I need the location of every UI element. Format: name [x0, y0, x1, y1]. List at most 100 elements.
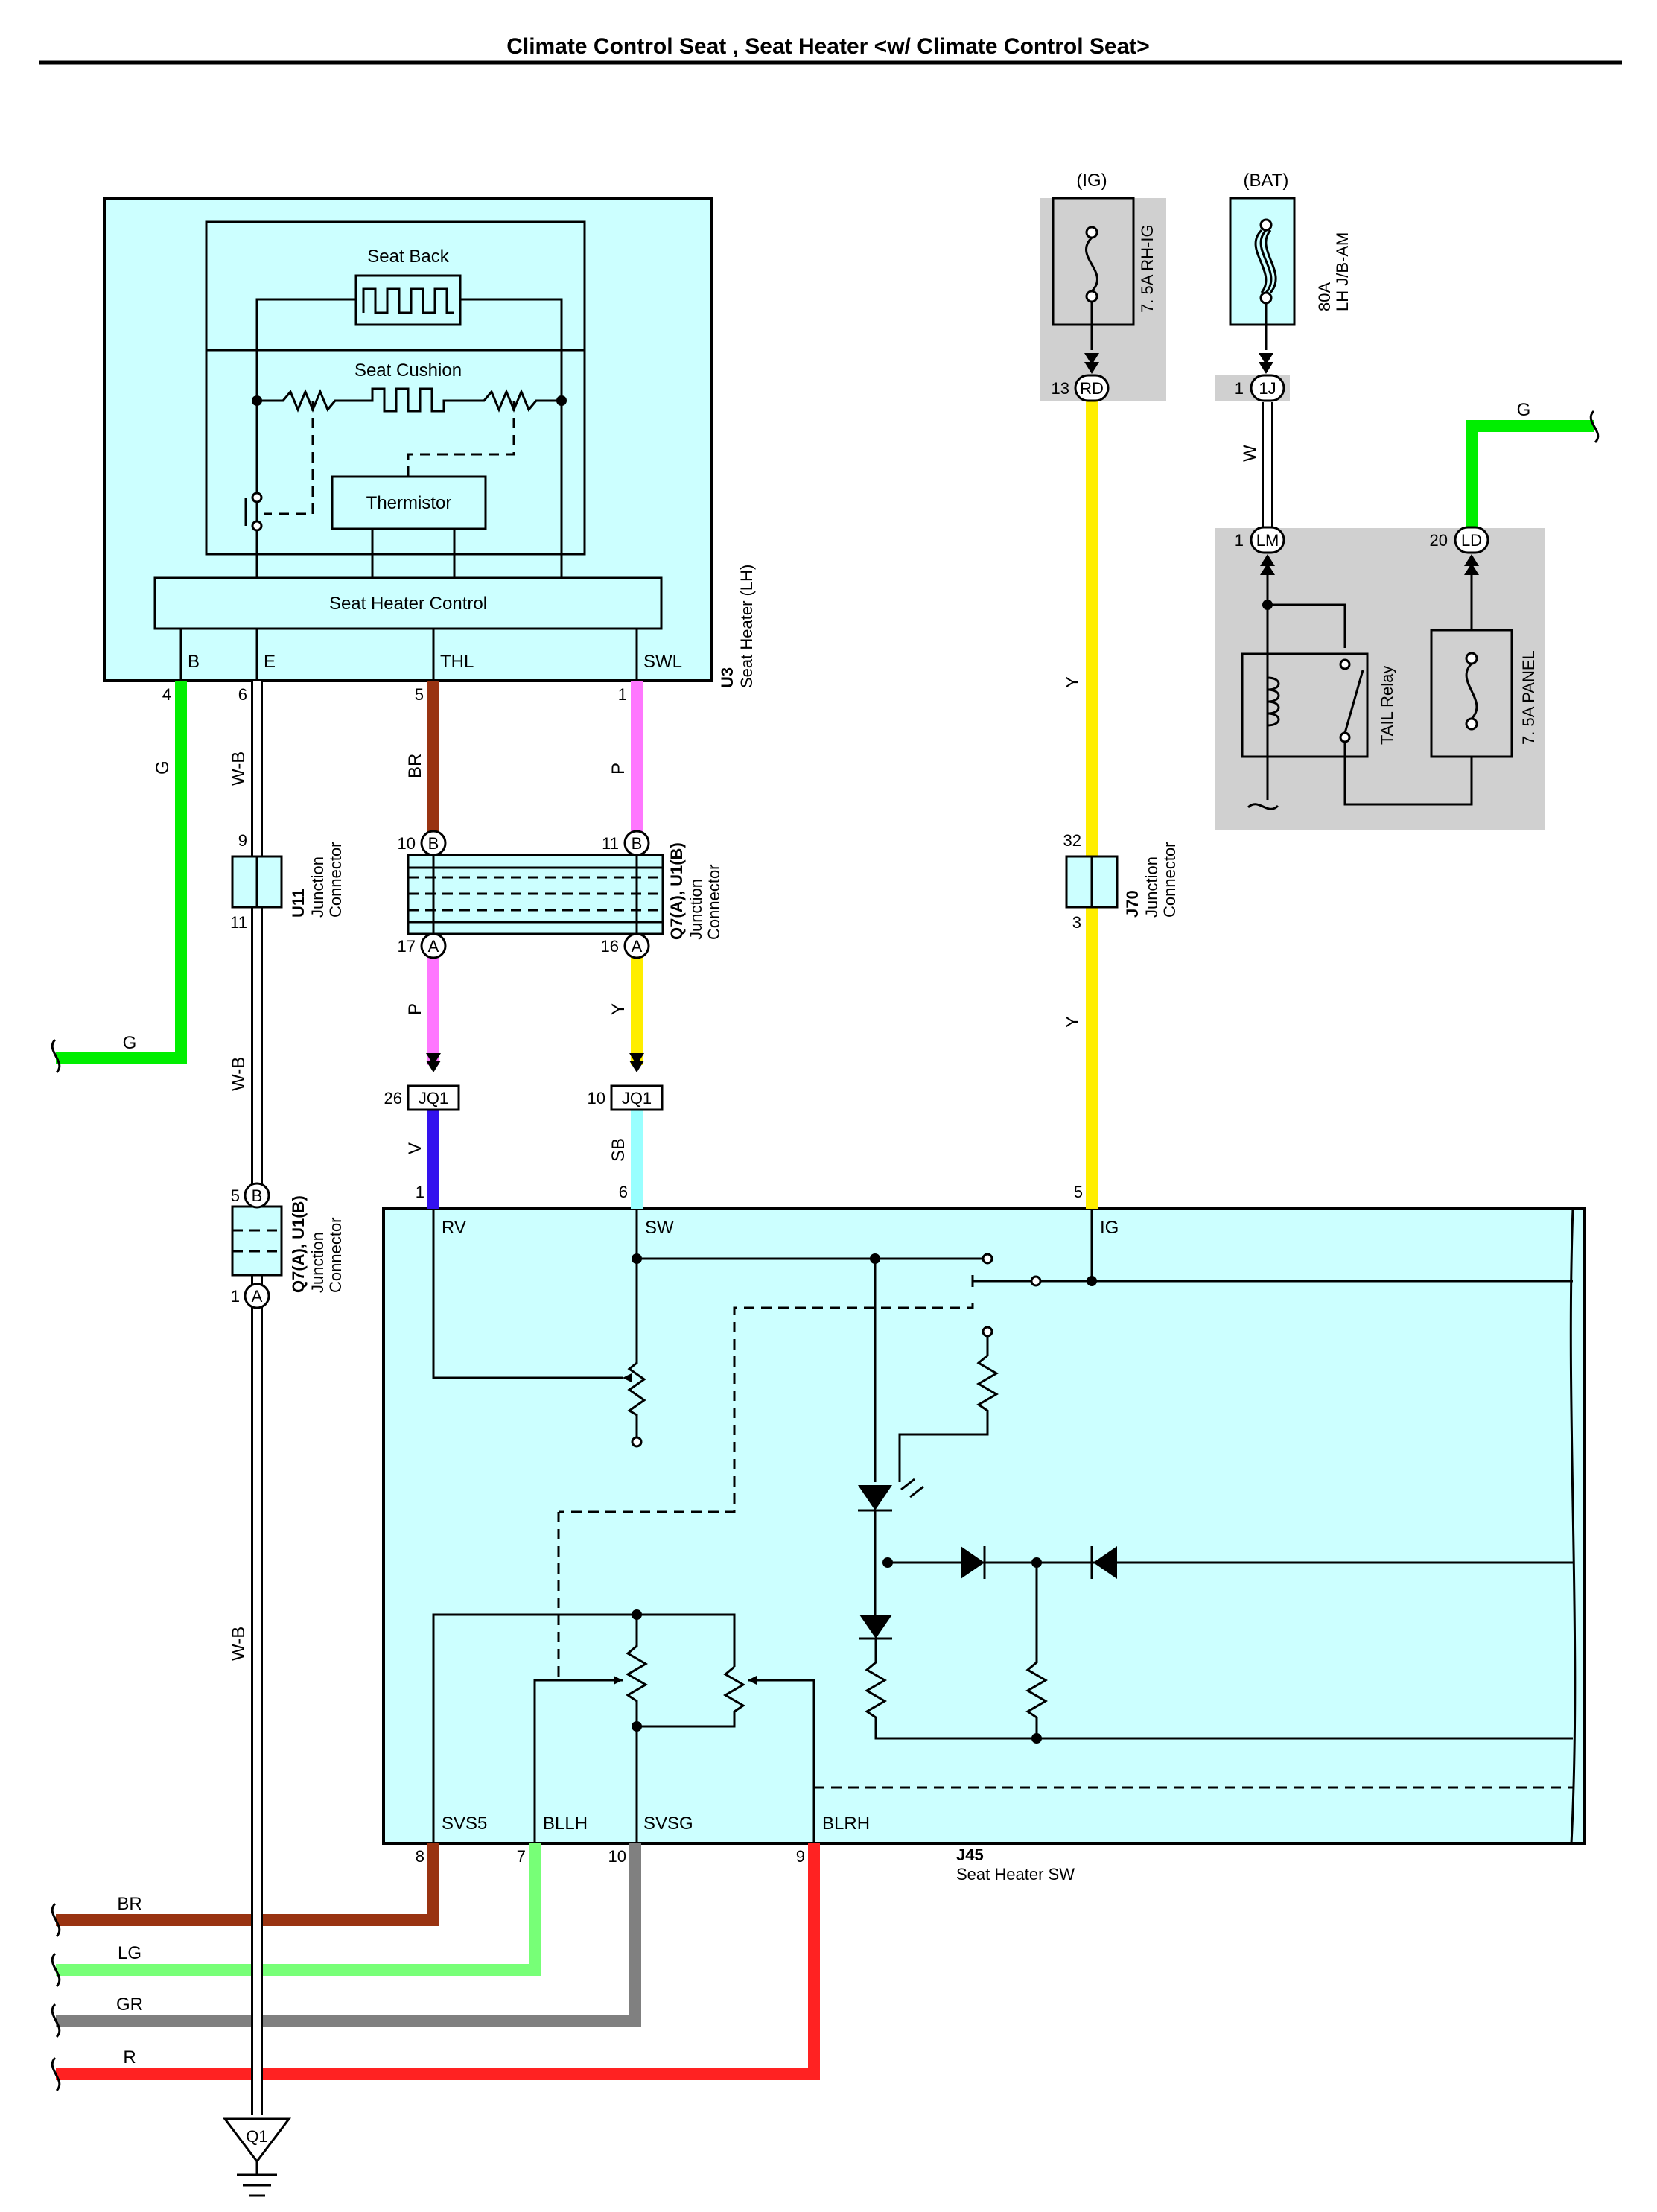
bottom-wire-break-icons	[51, 1902, 61, 2092]
q7-pin-17: 17	[398, 937, 416, 956]
wire-gr-bottom	[56, 1843, 641, 2027]
ig-fuse-rating: 7. 5A RH-IG	[1138, 224, 1157, 313]
thermistor-link-dash	[407, 401, 515, 477]
j45-term-bllh: BLLH	[543, 1814, 588, 1834]
q7-pin-16: 16	[601, 937, 619, 956]
ig-fuse-contact-top	[1085, 226, 1098, 239]
j45-pin-8: 8	[416, 1847, 424, 1866]
ig-fuse-icon	[1085, 236, 1098, 293]
q7-a-label-left: A	[428, 937, 439, 956]
u3-pin-6: 6	[238, 685, 247, 704]
wire-labels: Y Y G G W-B W-B W-B BR P P Y V SB BR LG …	[51, 676, 1083, 2092]
j70-name-2: Connector	[1160, 842, 1179, 918]
bat-fuse-location: LH J/B-AM	[1333, 232, 1352, 311]
ground-q1-symbol	[222, 2117, 292, 2164]
q7b-name-2: Connector	[326, 1217, 345, 1293]
q7-b-label-left: B	[428, 834, 439, 853]
u3-node-right	[556, 395, 567, 406]
switch-contact-b	[1030, 1275, 1042, 1287]
q7-name-1: Junction	[687, 879, 705, 940]
bat-fuse-inner	[1229, 197, 1296, 326]
tail-relay-label: TAIL Relay	[1378, 666, 1396, 745]
wire-br-bottom	[56, 1843, 439, 1926]
wire-r-bottom-label: R	[123, 2047, 136, 2068]
resistor-a-icon	[865, 1639, 1037, 1740]
relay-coil-icon	[1267, 676, 1280, 727]
q7-pin-11: 11	[602, 834, 619, 853]
j70-pin-3: 3	[1072, 913, 1081, 932]
wire-v-label: V	[405, 1142, 425, 1154]
wire-wb-label-1: W-B	[229, 751, 249, 786]
diagram-title: Climate Control Seat , Seat Heater <w/ C…	[506, 34, 1150, 59]
ig-conn-rd	[1074, 374, 1110, 402]
u3-term-e: E	[264, 652, 276, 672]
j45-term-svsg: SVSG	[643, 1814, 693, 1834]
lm-arrow-icon	[1260, 554, 1275, 575]
u11-pin-9: 9	[238, 831, 247, 850]
ig-conn-label: RD	[1080, 379, 1104, 398]
conn-ld-label: LD	[1461, 531, 1482, 550]
u3-seat-back-label: Seat Back	[367, 247, 449, 267]
q7b-a-label: A	[252, 1287, 263, 1306]
j45-break-edge-icon	[1569, 1208, 1577, 1844]
relay-contact-a	[1339, 658, 1351, 670]
wire-wb-label-3: W-B	[229, 1627, 249, 1661]
diode-1-icon	[961, 1546, 985, 1579]
panel-fuse-icon	[1465, 662, 1478, 720]
j70-pin-32: 32	[1063, 831, 1081, 850]
conn-lm-label: LM	[1256, 531, 1279, 550]
j45-pin-10: 10	[608, 1847, 626, 1866]
q7-name-2: Connector	[705, 864, 723, 940]
j45-term-svs5: SVS5	[442, 1814, 487, 1834]
conn-lm	[1250, 526, 1285, 554]
j45-ref: J45	[956, 1846, 984, 1864]
seat-cushion-element-icon	[257, 387, 562, 413]
bat-fuse-icon	[1254, 229, 1277, 293]
bat-conn-label: 1J	[1259, 379, 1276, 398]
j45-pin-9: 9	[796, 1847, 805, 1866]
wire-y-sw-label: Y	[608, 1003, 629, 1015]
q7-pin-b-left	[420, 830, 447, 856]
conn-ld-pin: 20	[1430, 531, 1448, 550]
q7-pin-10: 10	[398, 834, 416, 853]
bat-fuse-contact-bot	[1259, 291, 1273, 305]
q7b-pin-5: 5	[231, 1186, 240, 1205]
wire-g-top-label: G	[1517, 400, 1531, 420]
jq1-right-label: JQ1	[622, 1089, 652, 1107]
pot-left-icon	[626, 1615, 648, 1726]
connectors: 9 11 U11 Junction Connector B B A A 10 1…	[222, 830, 1179, 2197]
wire-w-label: W	[1240, 445, 1260, 462]
bat-conn-pin: 1	[1235, 379, 1244, 398]
wire-g-u3-label: G	[153, 760, 173, 775]
u3-seat-cushion-label: Seat Cushion	[354, 360, 462, 381]
u11-name-1: Junction	[308, 856, 327, 918]
j70-name-1: Junction	[1142, 856, 1161, 918]
blrh-line	[748, 1679, 815, 1843]
u3-pin-4: 4	[162, 685, 171, 704]
wire-br-thl-label: BR	[405, 754, 425, 778]
seat-back-element-icon	[362, 287, 454, 314]
wire-wb-label-2: W-B	[229, 1057, 249, 1091]
wire-g-top	[1466, 420, 1594, 541]
q7-pin-b-right	[623, 830, 650, 856]
j45-pin-6: 6	[619, 1183, 628, 1201]
led-light-rays-icon	[900, 1478, 924, 1498]
relay-switch-blade-icon	[1343, 670, 1364, 734]
j45-term-sw: SW	[645, 1218, 674, 1238]
ig-conn-pin: 13	[1052, 379, 1069, 398]
indicator-top-contact	[982, 1326, 993, 1338]
wire-p-swl-label: P	[608, 763, 629, 775]
jq1-left-label: JQ1	[419, 1089, 448, 1107]
q7b-pin-b	[244, 1182, 270, 1209]
jq1-left-arrow-icon	[426, 1053, 441, 1072]
u3-heater-element-box	[205, 220, 586, 556]
wire-g-left-label: G	[123, 1033, 137, 1053]
relay-output-line	[1343, 742, 1473, 806]
j45-pin-1: 1	[416, 1183, 424, 1201]
wire-p-rv-label: P	[405, 1003, 425, 1015]
u3-pin-5: 5	[415, 685, 424, 704]
thermal-switch-contact-bot	[251, 520, 263, 532]
j45-pin-7: 7	[517, 1847, 526, 1866]
bat-fuse-contact-top	[1259, 218, 1273, 232]
